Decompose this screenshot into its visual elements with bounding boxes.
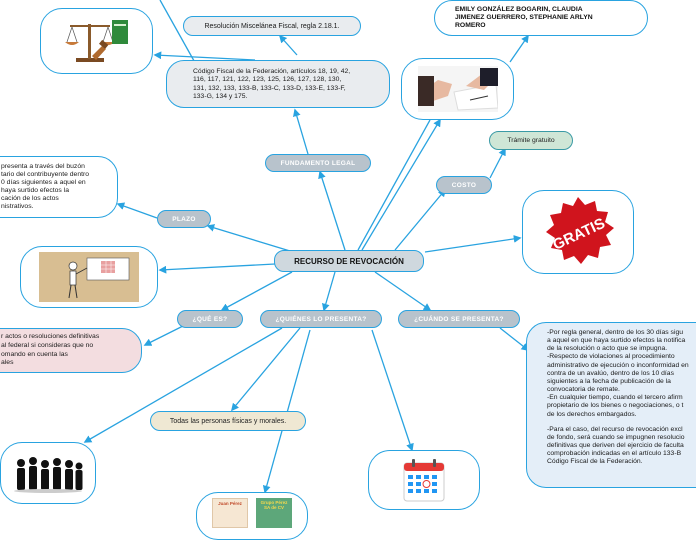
que-es-node[interactable]: r actos o resoluciones definitivas al fe… <box>0 328 142 373</box>
cuando-line: comprobación indicadas en el artículo 13… <box>547 450 682 458</box>
branch-que-es[interactable]: ¿QUÉ ES? <box>177 310 243 328</box>
plazo-line: nistrativos. <box>1 203 34 211</box>
signing-hand-icon <box>417 66 498 112</box>
cuando-line: -En cualquier tiempo, cuando el tercero … <box>547 394 683 402</box>
branch-cuando-label: ¿CUÁNDO SE PRESENTA? <box>414 315 504 323</box>
presenter-image-card[interactable] <box>20 246 158 308</box>
codigo-line: 133-G, 134 y 175. <box>193 92 248 100</box>
branch-que-es-label: ¿QUÉ ES? <box>192 315 228 323</box>
persona-moral-sample: Grupo Pérez SA de CV <box>256 498 292 528</box>
tramite-gratuito-node[interactable]: Trámite gratuito <box>489 131 573 150</box>
cuando-node[interactable]: -Por regla general, dentro de los 30 día… <box>526 322 696 488</box>
branch-cuando-se-presenta[interactable]: ¿CUÁNDO SE PRESENTA? <box>398 310 520 328</box>
scales-of-justice-icon <box>64 20 128 62</box>
plazo-node[interactable]: presenta a través del buzón tario del co… <box>0 156 118 218</box>
branch-costo[interactable]: COSTO <box>436 176 492 194</box>
cuando-line: definitivas que deriven del ejercicio de… <box>547 442 684 450</box>
authors-node[interactable]: EMILY GONZÁLEZ BOGARIN, CLAUDIA JIMENEZ … <box>434 0 648 36</box>
codigo-line: 116, 117, 121, 122, 123, 125, 126, 127, … <box>193 76 342 84</box>
cuando-line: de la resolución o acto que se impugna. <box>547 345 668 353</box>
cuando-line: de los derechos embargados. <box>547 410 637 418</box>
calendar-image-card[interactable] <box>368 450 480 510</box>
tramite-text: Trámite gratuito <box>507 137 555 144</box>
branch-quienes-label: ¿QUIÉNES LO PRESENTA? <box>275 315 367 323</box>
branch-plazo[interactable]: PLAZO <box>157 210 211 228</box>
author-line: JIMENEZ GUERRERO, STEPHANIE ARLYN <box>455 13 593 21</box>
que-es-line: omando en cuenta las <box>1 350 68 358</box>
cuando-line: Código Fiscal de la Federación. <box>547 458 643 466</box>
resolucion-node[interactable]: Resolución Miscelánea Fiscal, regla 2.18… <box>183 16 361 36</box>
people-image-card[interactable] <box>0 442 96 504</box>
plazo-line: haya surtido efectos la <box>1 187 70 194</box>
persona-sample-image-card[interactable]: Juan Pérez Grupo Pérez SA de CV <box>196 492 308 540</box>
plazo-line: 0 días siguientes a aquel en <box>1 178 86 186</box>
cuando-spacer <box>547 419 689 426</box>
cuando-line: de fondo, será cuando se impugnen resolu… <box>547 433 685 441</box>
gratis-image-card[interactable]: GRATIS <box>522 190 634 274</box>
signing-image-card[interactable] <box>401 58 514 120</box>
cuando-line: -Para el caso, del recurso de revocación… <box>547 425 683 433</box>
persona-moral-label-1: Grupo Pérez <box>260 500 288 505</box>
plazo-line: presenta a través del buzón <box>1 162 85 170</box>
presenter-board-icon <box>39 252 139 302</box>
people-silhouettes-icon <box>14 457 83 493</box>
branch-quienes-lo-presenta[interactable]: ¿QUIÉNES LO PRESENTA? <box>260 310 382 328</box>
persona-fisica-label: Juan Pérez <box>218 501 242 506</box>
codigo-fiscal-node[interactable]: Código Fiscal de la Federación, artículo… <box>166 60 390 108</box>
plazo-line: tario del contribuyente dentro <box>1 170 90 178</box>
resolucion-text: Resolución Miscelánea Fiscal, regla 2.18… <box>204 22 340 30</box>
quienes-text: Todas las personas físicas y morales. <box>169 417 287 425</box>
cuando-line: a aquel en que haya surtido efectos la n… <box>547 337 686 345</box>
persona-sample-content: Juan Pérez Grupo Pérez SA de CV <box>212 498 292 528</box>
author-line: EMILY GONZÁLEZ BOGARIN, CLAUDIA <box>455 5 583 13</box>
gratis-stamp-icon: GRATIS <box>546 197 614 264</box>
author-line: ROMERO <box>455 22 486 30</box>
que-es-line: r actos o resoluciones definitivas <box>1 332 100 340</box>
quienes-node[interactable]: Todas las personas físicas y morales. <box>150 411 306 431</box>
branch-plazo-label: PLAZO <box>172 215 196 223</box>
persona-moral-label-2: SA de CV <box>263 505 285 511</box>
central-topic[interactable]: RECURSO DE REVOCACIÓN <box>274 250 424 272</box>
cuando-line: siguientes a la fecha de publicación de … <box>547 377 671 385</box>
cuando-line: -Por regla general, dentro de los 30 día… <box>547 329 684 336</box>
branch-fundamento-label: FUNDAMENTO LEGAL <box>280 159 356 167</box>
calendar-icon <box>403 459 445 502</box>
codigo-line: Código Fiscal de la Federación, artículo… <box>193 68 351 75</box>
scales-image-card[interactable] <box>40 8 153 74</box>
cuando-line: convocatoria de remate. <box>547 386 620 394</box>
persona-fisica-sample: Juan Pérez <box>212 498 248 528</box>
que-es-line: ales <box>1 359 14 367</box>
codigo-line: 131, 132, 133, 133-B, 133-C, 133-D, 133-… <box>193 84 346 92</box>
cuando-line: administrativo de ejecución o inconformi… <box>547 361 689 369</box>
central-topic-label: RECURSO DE REVOCACIÓN <box>294 256 404 266</box>
cuando-line: contra de un avalúo, dentro de los 10 dí… <box>547 369 674 377</box>
que-es-line: al federal si consideras que no <box>1 341 94 349</box>
cuando-line: -Respecto de violaciones al procedimient… <box>547 353 675 361</box>
cuando-line: propietario de los bienes o negociacione… <box>547 402 684 410</box>
plazo-line: cación de los actos <box>1 195 59 203</box>
branch-fundamento-legal[interactable]: FUNDAMENTO LEGAL <box>265 154 371 172</box>
branch-costo-label: COSTO <box>451 181 477 189</box>
